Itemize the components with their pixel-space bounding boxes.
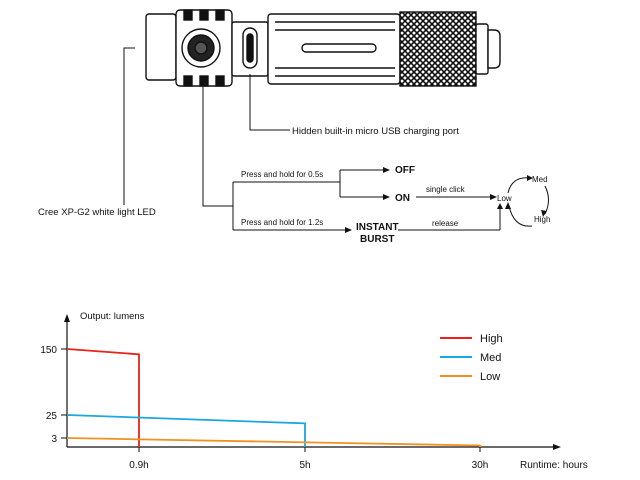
single-click-label: single click xyxy=(426,185,466,194)
cycle-high: High xyxy=(534,215,550,224)
cycle-low: Low xyxy=(497,194,512,203)
y-tick-label: 150 xyxy=(40,345,57,356)
state-off: OFF xyxy=(395,165,415,176)
series-line-high xyxy=(66,348,140,447)
instant-burst-label-1: INSTANT xyxy=(356,222,399,233)
legend-label: High xyxy=(480,333,503,345)
x-axis-label: Runtime: hours xyxy=(520,460,588,471)
instant-burst-label-2: BURST xyxy=(360,234,394,245)
head-cap xyxy=(145,13,177,81)
legend-label: Low xyxy=(480,371,500,383)
callout-lines xyxy=(123,47,501,231)
usb-port-label: Hidden built-in micro USB charging port xyxy=(292,126,459,137)
y-tick-label: 3 xyxy=(51,434,57,445)
hold-long-label: Press and hold for 1.2s xyxy=(241,218,323,227)
y-axis-label: Output: lumens xyxy=(80,311,145,322)
legend-label: Med xyxy=(480,352,501,364)
x-tick-label: 5h xyxy=(299,460,310,471)
runtime-chart: Output: lumens Runtime: hours 150 25 3 0.9… xyxy=(40,311,588,471)
cycle-med: Med xyxy=(532,175,548,184)
x-tick-label: 0.9h xyxy=(129,460,148,471)
hold-short-label: Press and hold for 0.5s xyxy=(241,170,323,179)
arrowheads xyxy=(345,167,503,233)
release-label: release xyxy=(432,219,459,228)
x-tick-label: 30h xyxy=(472,460,489,471)
flashlight-illustration xyxy=(145,9,501,87)
led-label: Cree XP-G2 white light LED xyxy=(38,207,156,218)
knurled-tail xyxy=(399,11,477,87)
state-on: ON xyxy=(395,193,410,204)
series-line-low xyxy=(66,437,481,447)
y-tick-label: 25 xyxy=(46,411,58,422)
series-line-med xyxy=(66,414,306,447)
